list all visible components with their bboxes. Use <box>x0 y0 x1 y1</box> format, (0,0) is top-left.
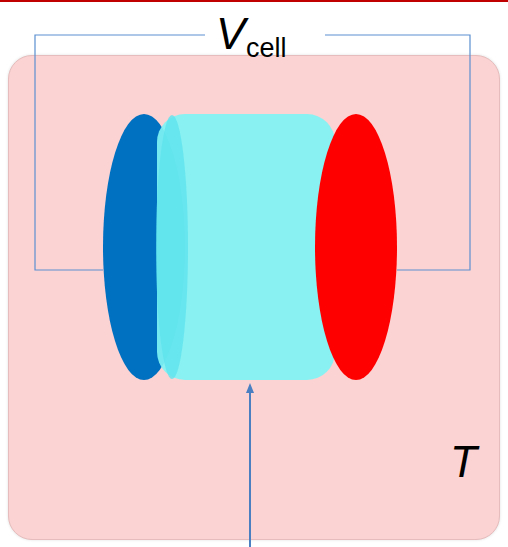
top-rule <box>0 0 508 2</box>
right-electrode <box>315 114 397 380</box>
electrolyte-face <box>156 115 188 379</box>
electrolyte-cylinder <box>157 114 335 380</box>
temperature-label: T <box>450 440 477 484</box>
voltage-subscript: cell <box>246 35 287 62</box>
pointer-arrow <box>249 388 251 547</box>
voltage-symbol: V <box>216 12 245 56</box>
